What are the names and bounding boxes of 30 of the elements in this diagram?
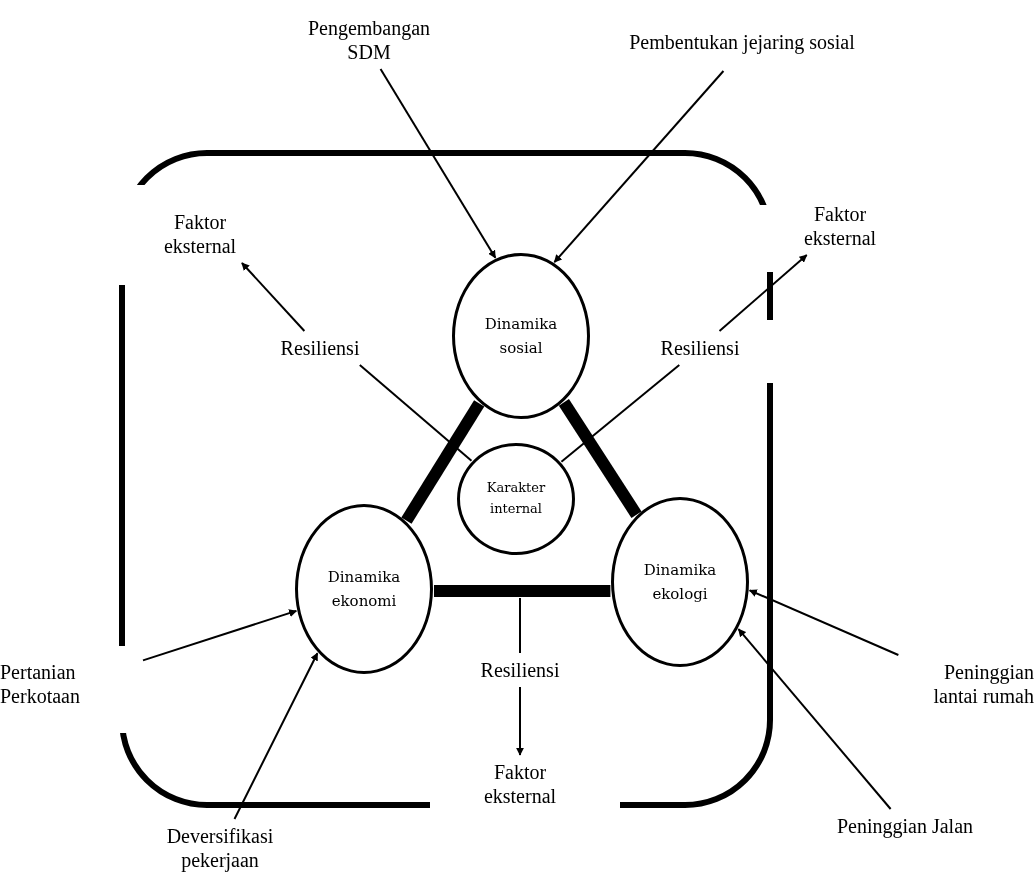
text-label: Faktor eksternal — [785, 200, 895, 252]
arrow — [516, 686, 524, 756]
text-label: Resiliensi — [645, 334, 755, 362]
arrow — [748, 589, 900, 656]
node-label: Dinamika sosial — [483, 314, 559, 359]
arrow — [553, 70, 725, 264]
connector-line — [519, 597, 521, 654]
text-label: Faktor eksternal — [465, 758, 575, 810]
thick-connector — [401, 400, 485, 524]
arrow — [142, 609, 298, 662]
text-label: Resiliensi — [265, 334, 375, 362]
thick-connector — [434, 585, 611, 597]
connector-line — [560, 364, 681, 463]
arrow — [718, 254, 808, 332]
text-label: Resiliensi — [465, 656, 575, 684]
arrow — [737, 628, 892, 810]
text-label: Pembentukan jejaring sosial — [617, 16, 867, 68]
text-label: Deversifikasi pekerjaan — [145, 822, 295, 874]
arrow — [240, 262, 306, 332]
text-label: Pertanian Perkotaan — [0, 658, 140, 710]
node-label: Dinamika ekonomi — [326, 567, 402, 612]
text-label: Faktor eksternal — [145, 208, 255, 260]
text-label: Pengembangan SDM — [289, 14, 449, 66]
node-label: Dinamika ekologi — [642, 560, 718, 605]
connector-line — [358, 364, 473, 462]
text-label: Peninggian lantai rumah — [896, 658, 1034, 710]
node-label: Karakter internal — [485, 479, 547, 518]
text-label: Peninggian Jalan — [825, 812, 985, 840]
thick-connector — [558, 399, 642, 518]
arrow — [379, 68, 497, 259]
